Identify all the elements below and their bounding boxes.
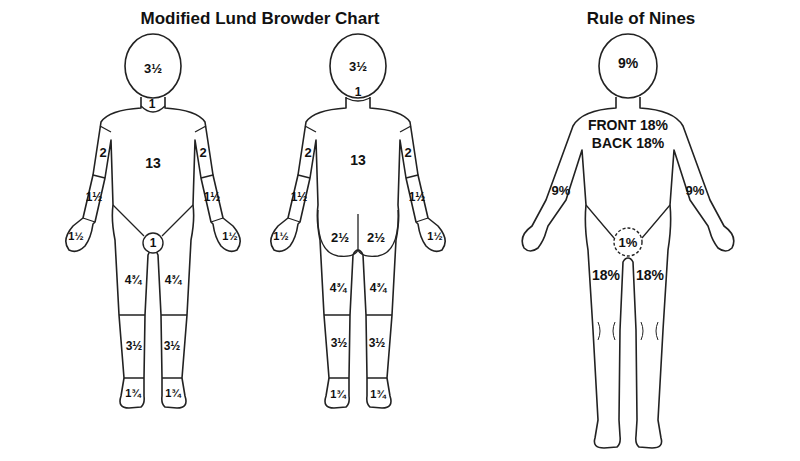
front-figure [66,34,240,408]
area-percentage: 1½ [222,231,237,242]
area-percentage: 2½ [331,231,349,244]
area-percentage: 3½ [331,337,348,349]
area-percentage: 1½ [273,231,288,242]
area-percentage: 2 [404,146,411,159]
right-segments [161,126,223,378]
area-percentage: 1 [150,237,157,249]
buttock-lines [318,210,398,256]
circle-shape [143,233,163,253]
area-percentage: 3½ [144,62,162,75]
right-segments [366,126,428,378]
area-percentage: 1¾ [370,389,385,400]
area-percentage: 1% [619,236,638,249]
area-percentage: BACK 18% [592,136,664,150]
area-percentage: 9% [686,184,705,197]
area-percentage: 18% [636,268,664,282]
area-percentage: 1½ [86,191,103,203]
area-percentage: 13 [145,156,161,170]
knee-marks [598,322,658,340]
area-percentage: 1½ [204,191,221,203]
area-percentage: 13 [350,153,366,167]
area-percentage: 1¾ [125,388,140,399]
head-outline [330,34,386,98]
neck-line [346,98,370,101]
dashed-circle: 1% [613,227,643,257]
back-figure [271,34,445,408]
genital-circle: 1 [142,232,164,254]
area-percentage: 4¾ [370,282,387,294]
area-percentage: 9% [552,184,571,197]
area-percentage: 9% [618,56,638,70]
left-segments [83,126,145,378]
area-percentage: 1½ [291,191,308,203]
area-percentage: 2½ [367,231,385,244]
area-percentage: 4¾ [330,282,347,294]
area-percentage: 3½ [164,340,181,352]
area-percentage: 1½ [427,231,442,242]
area-percentage: 3½ [126,340,143,352]
chart-title: Modified Lund Browder Chart [141,10,380,27]
area-percentage: 1¾ [330,389,345,400]
area-percentage: 2 [99,146,106,159]
rule-figure [522,34,734,448]
area-percentage: 3½ [369,337,386,349]
area-percentage: 2 [304,146,311,159]
area-percentage: 1 [355,86,362,98]
area-percentage: 4¾ [165,274,182,286]
right-half [153,97,240,408]
area-percentage: 1½ [409,191,426,203]
area-percentage: FRONT 18% [588,118,668,132]
head-outline [125,34,181,98]
area-percentage: 2 [199,146,206,159]
area-percentage: 18% [592,268,620,282]
area-percentage: 1½ [68,231,83,242]
area-percentage: 4¾ [125,274,142,286]
head-outline [599,34,657,98]
right-half [358,97,445,408]
chart-title: Rule of Nines [587,10,696,27]
left-segments [288,126,350,378]
area-percentage: 1 [149,98,156,110]
left-half [271,97,358,408]
left-half [66,97,153,408]
area-percentage: 1¾ [165,388,180,399]
circle-shape [614,228,642,256]
groin-lines [113,205,193,236]
area-percentage: 3½ [349,60,367,73]
